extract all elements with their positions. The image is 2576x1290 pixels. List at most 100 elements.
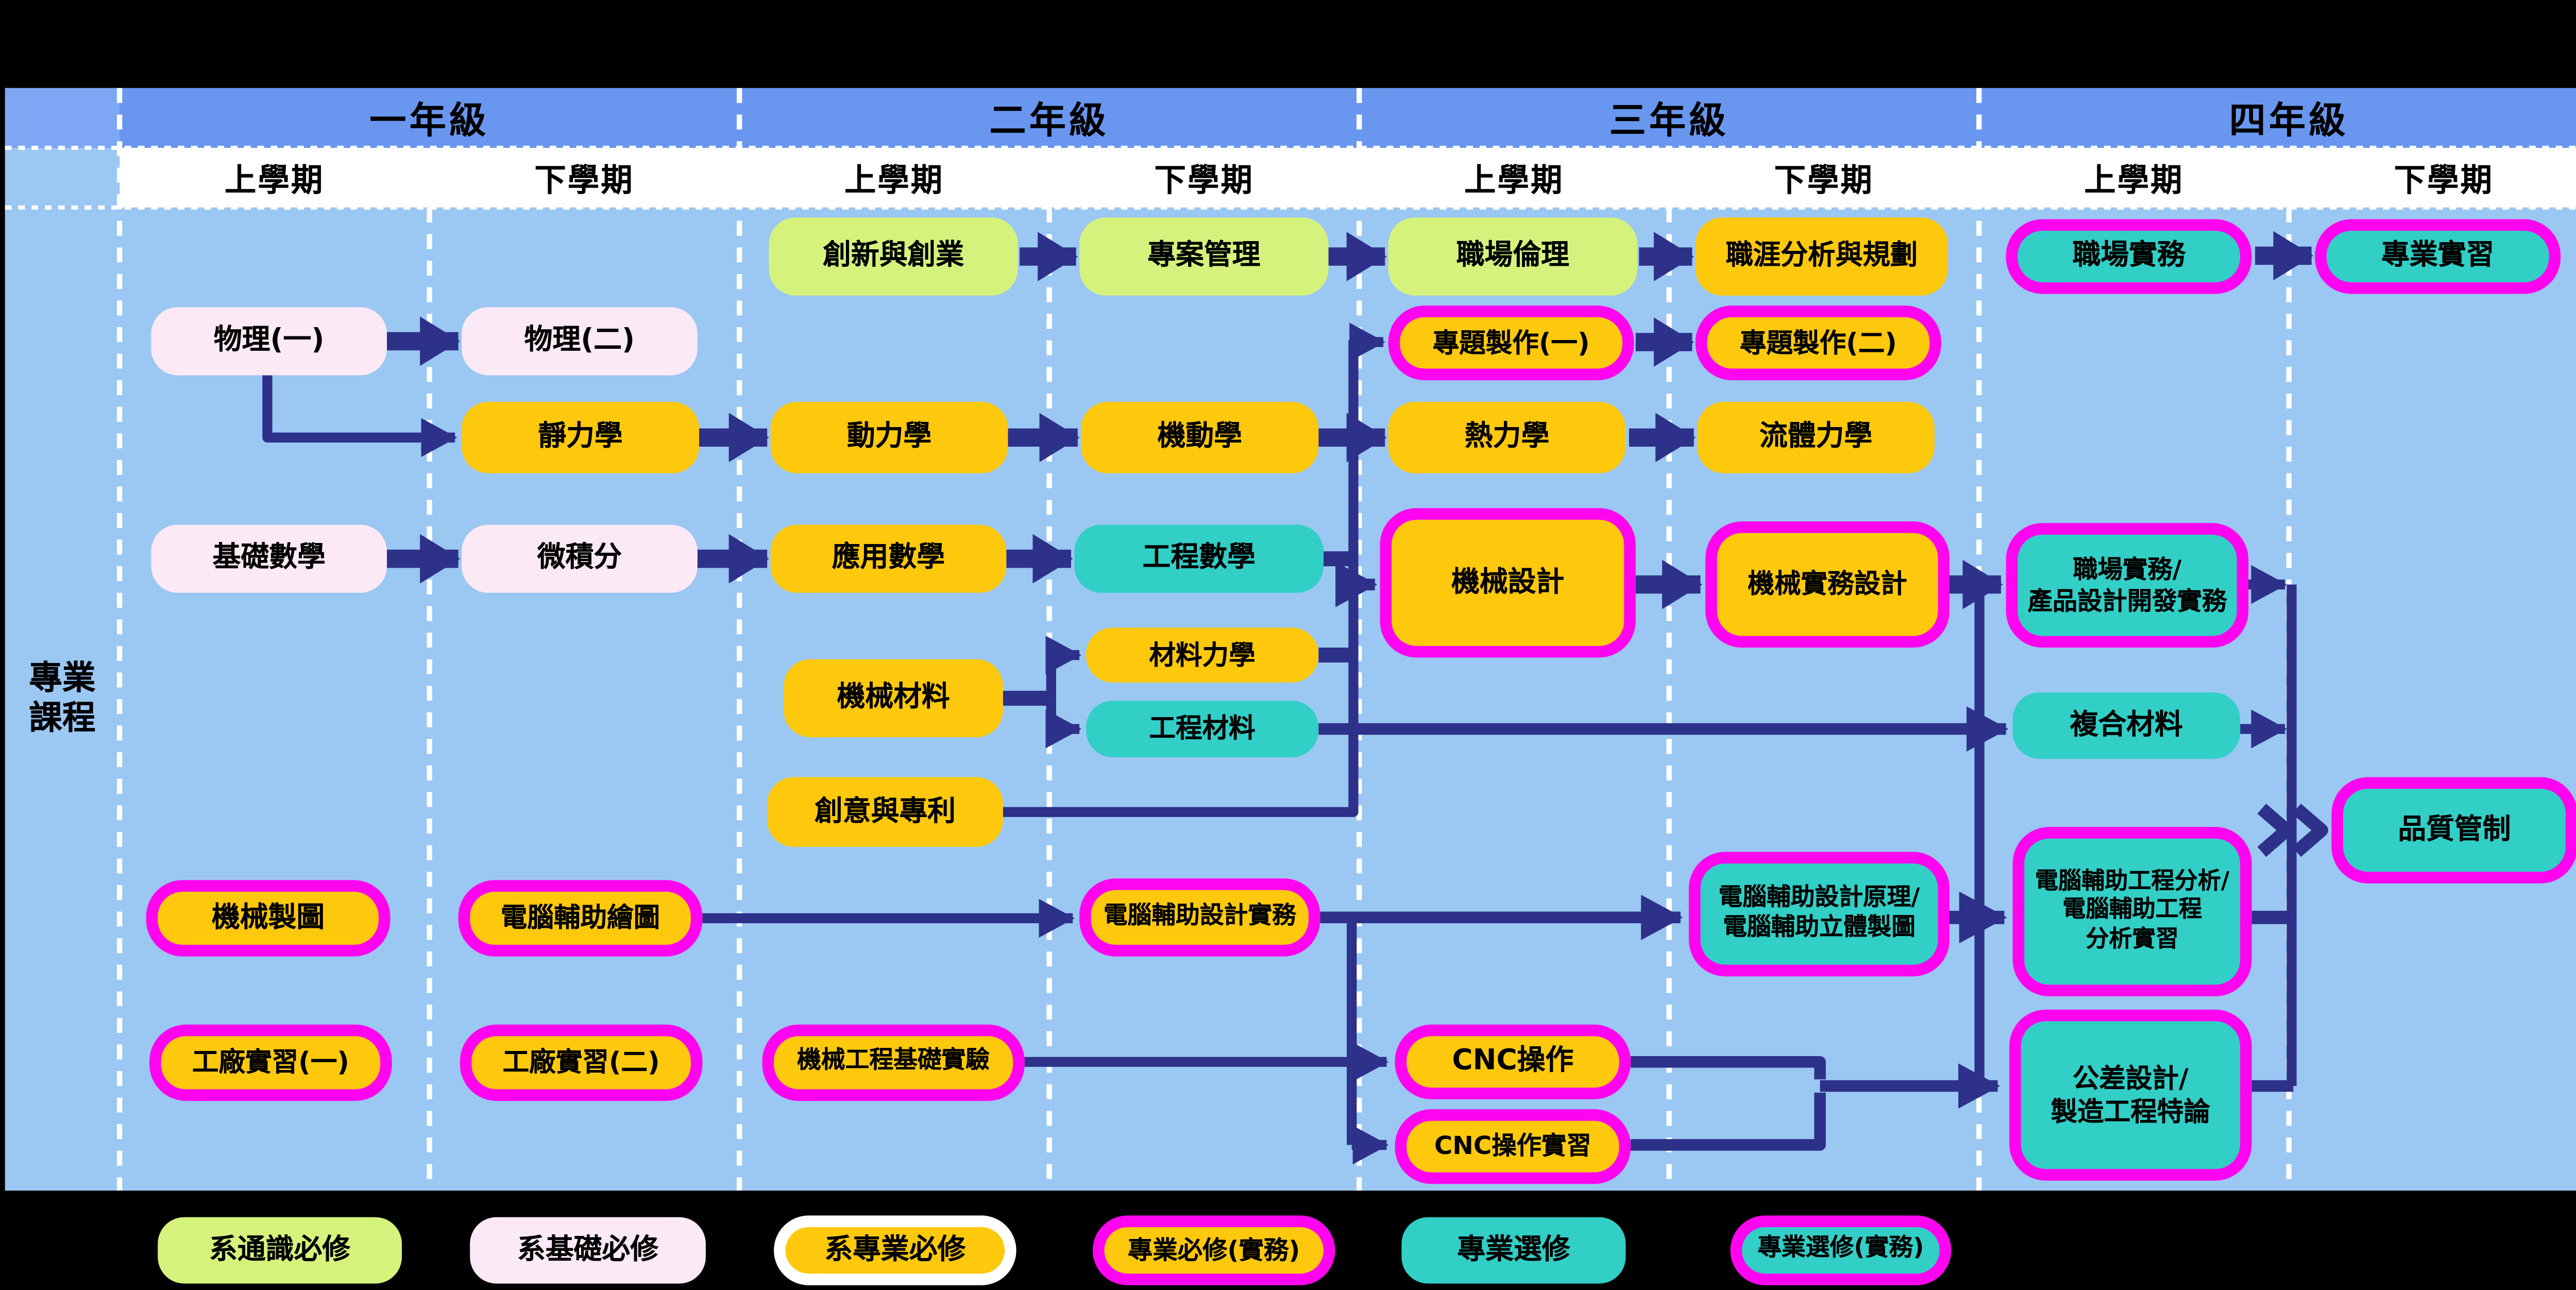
legend-item-pro-elective: 專業選修 <box>1401 1217 1626 1284</box>
semester-header-1: 上學期 <box>225 162 325 199</box>
course-node-shop2-label: 工廠實習(二) <box>502 1046 660 1078</box>
course-node-creativity-patent: 創意與專利 <box>767 777 1003 847</box>
legend-item-pro-required-label: 系專業必修 <box>824 1233 966 1267</box>
course-node-work-ethics: 職場倫理 <box>1388 217 1638 296</box>
course-node-calculus: 微積分 <box>462 524 698 593</box>
legend-item-basic-required-label: 系基礎必修 <box>517 1233 659 1267</box>
semester-header-8: 下學期 <box>2394 162 2494 199</box>
prerequisite-arrows <box>262 231 2328 1165</box>
course-node-capstone1: 專題製作(一) <box>1388 305 1634 381</box>
edge-mech-materials-to-eng-materials <box>1045 698 1081 749</box>
semester-header-5: 上學期 <box>1464 162 1564 199</box>
course-node-cnc-op-lab-label: CNC操作實習 <box>1434 1131 1591 1162</box>
course-node-cad-drawing-label: 電腦輔助繪圖 <box>500 902 660 934</box>
course-node-basic-math-label: 基礎數學 <box>212 541 326 575</box>
sidebar-label-line2: 課程 <box>29 697 96 738</box>
course-node-applied-math: 應用數學 <box>770 524 1007 593</box>
course-node-mech-drawing-label: 機械製圖 <box>211 901 325 935</box>
course-node-strength-materials: 材料力學 <box>1086 627 1319 683</box>
course-node-mechanisms-label: 機動學 <box>1157 420 1242 454</box>
sidebar-label: 專業 課程 <box>5 657 120 737</box>
course-node-cnc-op-lab: CNC操作實習 <box>1395 1109 1631 1184</box>
course-node-basic-lab-label: 機械工程基礎實驗 <box>797 1048 990 1075</box>
course-node-career-plan: 職涯分析與規劃 <box>1695 217 1948 296</box>
course-node-tolerance-design-label: 製造工程特論 <box>2050 1095 2211 1127</box>
course-node-eng-materials-label: 工程材料 <box>1149 712 1256 744</box>
legend-item-gen-required: 系通識必修 <box>158 1217 402 1284</box>
semester-header-2: 下學期 <box>534 162 634 199</box>
course-node-cad-practice-label: 電腦輔助設計實務 <box>1103 903 1296 929</box>
course-node-applied-math-label: 應用數學 <box>832 541 945 575</box>
edge-mech-materials-to-strength <box>1045 635 1081 699</box>
course-node-capstone2-label: 專題製作(二) <box>1739 327 1897 359</box>
course-node-workplace-product: 職場實務/產品設計開發實務 <box>2006 523 2249 648</box>
course-node-basic-math: 基礎數學 <box>151 524 387 593</box>
course-node-calculus-label: 微積分 <box>537 541 622 575</box>
legend-item-basic-required: 系基礎必修 <box>470 1217 706 1284</box>
course-node-quality-control-label: 品質管制 <box>2398 813 2511 846</box>
legend-item-pro-elective-label: 專業選修 <box>1457 1233 1570 1267</box>
course-node-cad-principles: 電腦輔助設計原理/電腦輔助立體製圖 <box>1689 852 1950 977</box>
course-node-mech-materials: 機械材料 <box>784 659 1003 738</box>
course-node-cnc-op: CNC操作 <box>1395 1024 1631 1099</box>
course-node-physics2: 物理(二) <box>462 307 698 376</box>
year-header-2: 二年級 <box>989 101 1109 143</box>
top-left-cell <box>5 88 120 148</box>
course-node-cad-principles-label: 電腦輔助立體製圖 <box>1723 914 1916 941</box>
semester-header-4: 下學期 <box>1154 162 1255 199</box>
course-node-cae-analysis: 電腦輔助工程分析/電腦輔助工程分析實習 <box>2012 827 2252 996</box>
course-node-composites: 複合材料 <box>2012 692 2241 759</box>
course-node-tolerance-design-label: 公差設計/ <box>2072 1062 2189 1095</box>
semester-header-band <box>120 147 2576 208</box>
legend-item-pro-required: 系專業必修 <box>774 1215 1016 1285</box>
course-node-mech-design: 機械設計 <box>1380 508 1636 658</box>
course-node-cae-analysis-label: 電腦輔助工程分析/ <box>2035 869 2230 896</box>
legend-item-pro-elective-prac-label: 專業選修(實務) <box>1757 1235 1924 1263</box>
course-node-eng-materials: 工程材料 <box>1086 701 1319 757</box>
top-left-cell-lower <box>5 147 120 208</box>
course-node-cae-analysis-label: 電腦輔助工程 <box>2062 897 2202 924</box>
course-node-fluids-label: 流體力學 <box>1759 420 1873 454</box>
legend-item-gen-required-label: 系通識必修 <box>209 1233 351 1267</box>
legend-item-pro-required-prac-label: 專業必修(實務) <box>1128 1235 1300 1265</box>
edge-chevron2-to-quality-control <box>2292 803 2328 857</box>
course-node-physics1: 物理(一) <box>151 307 387 376</box>
course-node-project-mgmt-label: 專案管理 <box>1147 239 1261 273</box>
course-node-basic-lab: 機械工程基礎實驗 <box>762 1024 1025 1101</box>
course-node-shop2: 工廠實習(二) <box>460 1024 703 1101</box>
course-node-thermo-label: 熱力學 <box>1464 420 1550 454</box>
edge-cnc-op-out <box>1631 1056 1826 1080</box>
course-node-mech-prac-design-label: 機械實務設計 <box>1748 568 1907 600</box>
course-node-capstone2: 專題製作(二) <box>1695 305 1941 381</box>
course-node-cae-analysis-label: 分析實習 <box>2086 926 2179 953</box>
year-header-3: 三年級 <box>1609 101 1729 143</box>
year-header-1: 一年級 <box>369 101 489 143</box>
course-node-thermo: 熱力學 <box>1388 402 1626 473</box>
course-node-mechanisms: 機動學 <box>1081 402 1319 473</box>
course-node-work-ethics-label: 職場倫理 <box>1456 239 1569 273</box>
year-header-band <box>5 88 2576 148</box>
course-node-physics1-label: 物理(一) <box>213 324 325 358</box>
legend-item-pro-required-prac: 專業必修(實務) <box>1092 1215 1335 1285</box>
course-node-eng-math: 工程數學 <box>1074 524 1324 593</box>
semester-header-3: 上學期 <box>844 162 944 199</box>
course-node-statics-label: 靜力學 <box>538 420 623 454</box>
year-header-4: 四年級 <box>2229 101 2349 143</box>
course-node-workplace-product-label: 產品設計開發實務 <box>2027 585 2227 616</box>
course-node-career-plan-label: 職涯分析與規劃 <box>1725 240 1918 271</box>
course-node-workplace-product-label: 職場實務/ <box>2073 555 2182 585</box>
course-node-workplace-label: 職場實務 <box>2072 239 2185 273</box>
course-node-mech-materials-label: 機械材料 <box>837 681 950 715</box>
sidebar-label-line1: 專業 <box>29 657 96 698</box>
edge-physics1-to-statics <box>262 375 457 457</box>
course-node-cad-principles-label: 電腦輔助設計原理/ <box>1718 885 1920 911</box>
course-node-quality-control: 品質管制 <box>2331 777 2576 884</box>
course-node-pro-intern-label: 專業實習 <box>2381 239 2495 273</box>
course-node-cad-practice: 電腦輔助設計實務 <box>1079 878 1320 957</box>
course-node-statics: 靜力學 <box>462 402 699 473</box>
